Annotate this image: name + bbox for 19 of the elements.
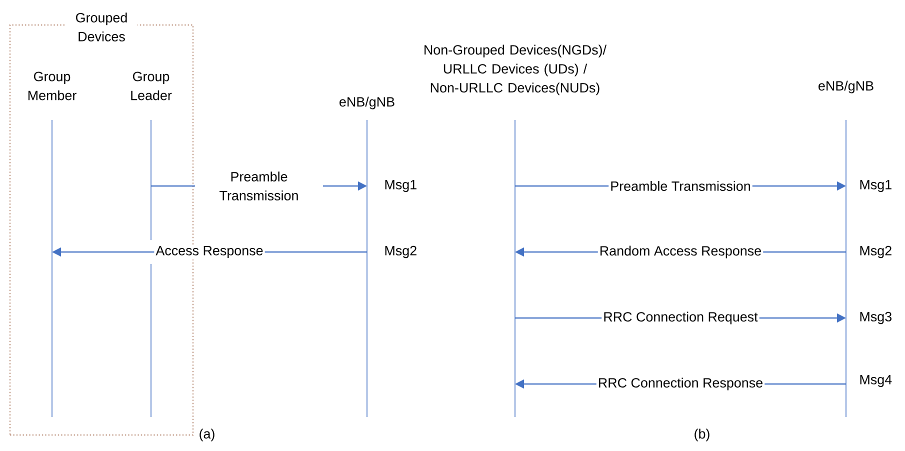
participant-label: Non-Grouped Devices(NGDs)/ URLLC Devices (UDs) / Non-URLLC Devices(NUDs)	[424, 44, 607, 96]
edge-label: Random Access Response	[598, 244, 764, 260]
message-label: Msg1	[385, 180, 416, 192]
edge-label: Access Response	[154, 244, 265, 260]
participant-label: eNB/gNB	[340, 96, 394, 110]
edge-label: Preamble Transmission	[195, 170, 323, 202]
participant-label: Group Leader	[131, 72, 172, 100]
edge-label: Preamble Transmission	[608, 180, 752, 192]
edge-label: RRC Connection Request	[602, 310, 760, 326]
message-label: Msg4	[860, 374, 892, 388]
edge-label: RRC Connection Response	[596, 376, 765, 392]
panel-label: (a)	[200, 428, 214, 442]
message-label: Msg1	[860, 180, 892, 192]
participant-label: eNB/gNB	[818, 80, 874, 94]
message-label: Msg2	[860, 246, 892, 258]
message-label: Msg2	[385, 246, 416, 258]
participant-label: Group Member	[28, 72, 76, 100]
panel-label: (b)	[694, 428, 710, 442]
message-label: Msg3	[860, 312, 892, 324]
